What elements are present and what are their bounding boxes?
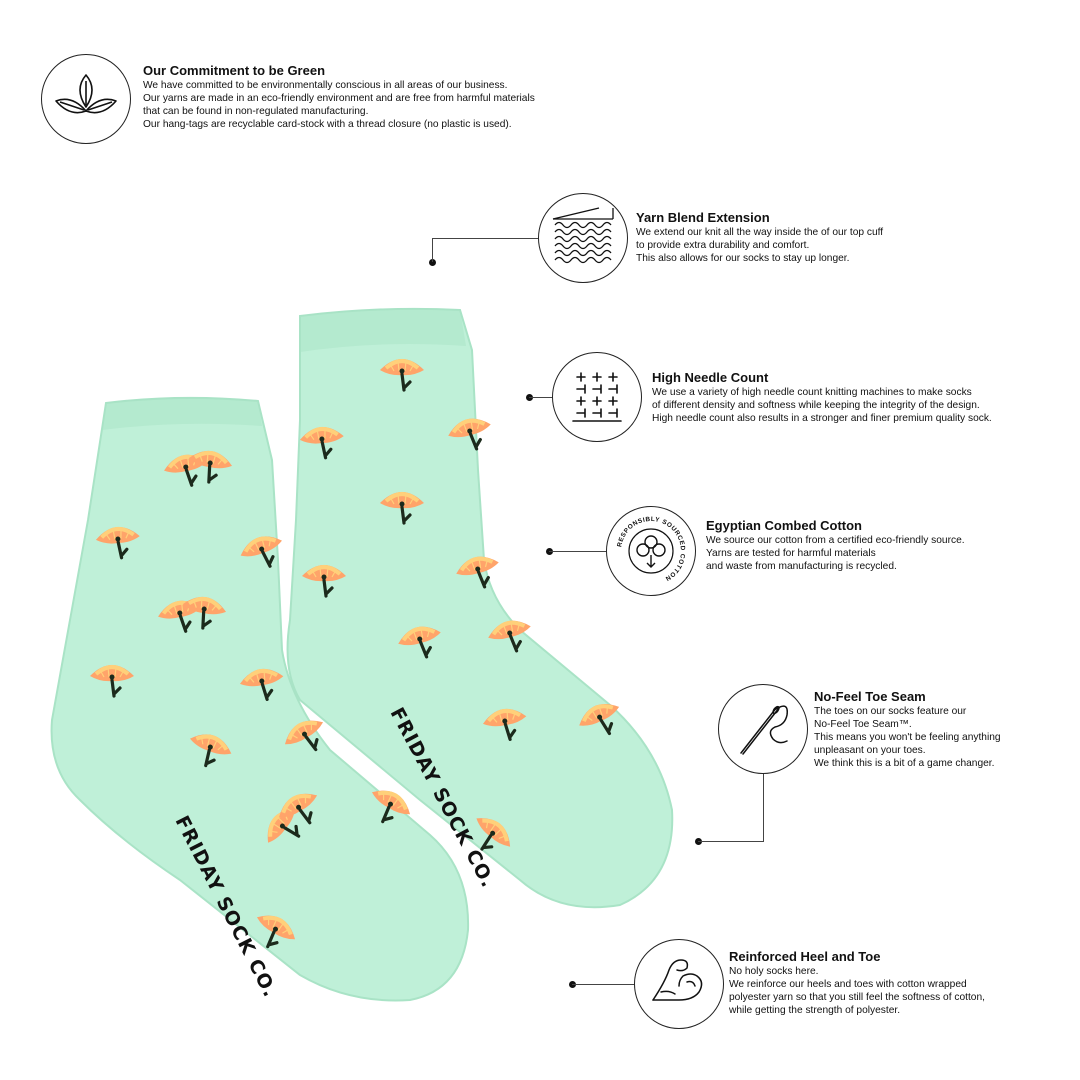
feature-line: to provide extra durability and comfort.: [636, 240, 810, 251]
feature-title: High Needle Count: [652, 370, 769, 385]
feature-line: Yarns are tested for harmful materials: [706, 548, 876, 559]
feature-line: polyester yarn so that you still feel th…: [729, 992, 985, 1003]
feature-line: This also allows for our socks to stay u…: [636, 253, 850, 264]
feature-icon-circle: [41, 54, 131, 144]
right-sock-cuff: [300, 308, 466, 352]
feature-line: of different density and softness while …: [652, 400, 980, 411]
feature-line: while getting the strength of polyester.: [729, 1005, 901, 1016]
needle-pattern-icon: [572, 372, 622, 422]
feature-line: No-Feel Toe Seam™.: [814, 719, 912, 730]
svg-text:RESPONSIBLY SOURCED COTTON: RESPONSIBLY SOURCED COTTON: [616, 516, 686, 582]
feature-title: Yarn Blend Extension: [636, 210, 770, 225]
feature-title: Our Commitment to be Green: [143, 63, 326, 78]
feature-line: unpleasant on your toes.: [814, 745, 926, 756]
left-sock-cuff: [102, 397, 262, 430]
feature-line: We extend our knit all the way inside th…: [636, 227, 884, 238]
feature-icon-circle: [538, 193, 628, 283]
needle-thread-icon: [740, 705, 789, 755]
feature-line: This means you won't be feeling anything: [814, 732, 1001, 743]
feature-icon-circle: RESPONSIBLY SOURCED COTTON: [606, 506, 696, 596]
feature-line: No holy socks here.: [729, 966, 819, 977]
feature-line: We use a variety of high needle count kn…: [652, 387, 972, 398]
flexed-arm-icon: [652, 959, 703, 1001]
feature-title: Egyptian Combed Cotton: [706, 518, 862, 533]
feature-line: We think this is a bit of a game changer…: [814, 758, 995, 769]
feature-line: Our yarns are made in an eco-friendly en…: [143, 93, 535, 104]
feature-line: and waste from manufacturing is recycled…: [706, 561, 897, 572]
cotton-badge-text: RESPONSIBLY SOURCED COTTON: [616, 516, 685, 582]
feature-icon-circle: [634, 939, 724, 1029]
feature-line: We reinforce our heels and toes with cot…: [729, 979, 967, 990]
leaf-icon: [55, 74, 117, 114]
feature-line: The toes on our socks feature our: [814, 706, 967, 717]
right-sock-body: [286, 307, 674, 909]
cotton-icon: RESPONSIBLY SOURCED COTTON: [616, 516, 686, 582]
feature-title: Reinforced Heel and Toe: [729, 949, 881, 964]
knit-yarn-icon: [552, 207, 614, 264]
feature-line: We source our cotton from a certified ec…: [706, 535, 965, 546]
feature-icon-circle: [718, 684, 808, 774]
feature-title: No-Feel Toe Seam: [814, 689, 926, 704]
feature-line: We have committed to be environmentally …: [143, 80, 508, 91]
feature-icon-circle: [552, 352, 642, 442]
feature-line: High needle count also results in a stro…: [652, 413, 992, 424]
feature-line: Our hang-tags are recyclable card-stock …: [143, 119, 512, 130]
feature-line: that can be found in non-regulated manuf…: [143, 106, 369, 117]
